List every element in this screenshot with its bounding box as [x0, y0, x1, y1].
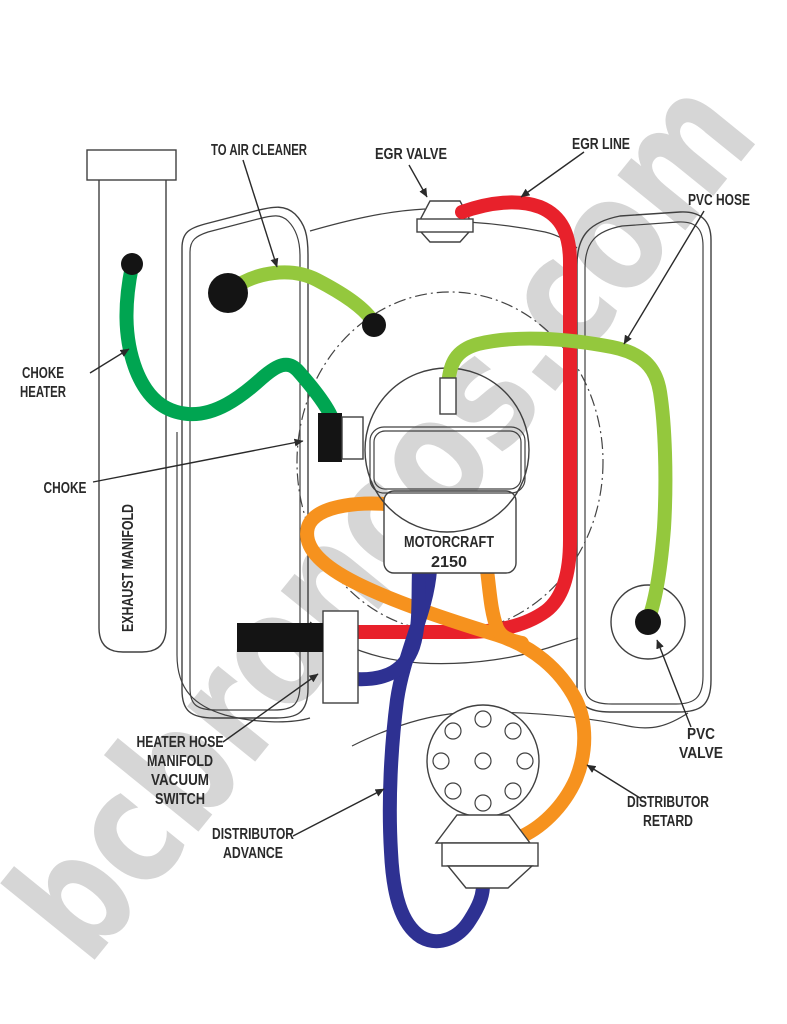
vacuum-switch-hose-branch [347, 563, 426, 687]
heater-hose-bar [237, 623, 323, 652]
distributor-cap [426, 704, 540, 818]
leader-pvc-hose [623, 210, 705, 345]
egr-line-hose [331, 195, 577, 639]
leader-pvc-valve [656, 639, 692, 728]
hose-end-dot [362, 313, 386, 337]
vacuum-switch [322, 610, 359, 704]
distributor-retard-hose-branch [480, 563, 529, 650]
label-exhaust-manifold: EXHAUST MANIFOLD [120, 504, 137, 632]
right-valve-cover-outer [576, 211, 712, 713]
choke-housing [318, 413, 342, 462]
carburetor-label-line2: 2150 [431, 554, 467, 571]
choke-housing-bracket [341, 416, 364, 460]
leader-choke [92, 438, 304, 483]
leader-choke-heater [89, 348, 130, 374]
label-heater-switch-line2: MANIFOLD [147, 753, 213, 770]
label-distributor-advance-line1: DISTRIBUTOR [212, 826, 294, 843]
vacuum-diaphragm-band [441, 842, 539, 867]
pvc-hose [441, 331, 673, 625]
oil-pan-line [351, 711, 689, 747]
leader-egr-valve [408, 164, 428, 198]
label-heater-switch-line4: SWITCH [155, 791, 205, 808]
label-pvc-valve-line2: VALVE [679, 745, 723, 762]
label-choke-heater-line2: HEATER [20, 384, 66, 401]
label-choke: CHOKE [44, 480, 87, 497]
leader-distributor-advance [292, 788, 385, 837]
label-distributor-retard-line2: RETARD [643, 813, 693, 830]
air-cleaner-fitting-dot [208, 273, 248, 313]
label-egr-line: EGR LINE [572, 136, 630, 153]
egr-valve-band [416, 218, 474, 233]
choke-heater-end-dot [121, 253, 143, 275]
label-to-air-cleaner: TO AIR CLEANER [211, 142, 307, 159]
left-valve-cover-outer [181, 206, 309, 719]
right-valve-cover-inner [584, 221, 704, 705]
pvc-valve-dot [635, 609, 661, 635]
distributor-retard-hose [300, 496, 592, 845]
label-pvc-valve-line1: PVC [687, 726, 715, 743]
exhaust-manifold-cap [86, 149, 177, 181]
leader-distributor-retard [586, 764, 641, 799]
distributor-cap-towers [432, 710, 534, 812]
left-valve-cover-inner [189, 215, 301, 711]
label-heater-switch-line1: HEATER HOSE [137, 734, 224, 751]
vacuum-diaphragm-upper [434, 814, 532, 844]
engine-lower-left-outline [176, 432, 311, 723]
label-heater-switch-line3: VACUUM [151, 772, 209, 789]
label-choke-heater-line1: CHOKE [22, 365, 64, 382]
label-pvc-hose: PVC HOSE [688, 192, 750, 209]
label-egr-valve: EGR VALVE [375, 146, 447, 163]
carb-vacuum-fitting [439, 377, 457, 415]
choke-heater-hose [119, 259, 338, 423]
block-top-line-left [309, 208, 426, 232]
leader-vacuum-switch [222, 673, 319, 743]
label-distributor-retard-line1: DISTRIBUTOR [627, 794, 709, 811]
label-distributor-advance-line2: ADVANCE [223, 845, 283, 862]
carburetor-label-line1: MOTORCRAFT [404, 534, 494, 551]
leader-egr-line [520, 151, 585, 198]
air-cleaner-hose [224, 265, 379, 327]
choke-plate-outer [369, 426, 526, 494]
choke-plate-inner [373, 430, 522, 490]
leader-to-air-cleaner [242, 159, 279, 268]
exhaust-manifold-body [98, 180, 167, 653]
vacuum-diaphragm-lower [446, 865, 534, 889]
